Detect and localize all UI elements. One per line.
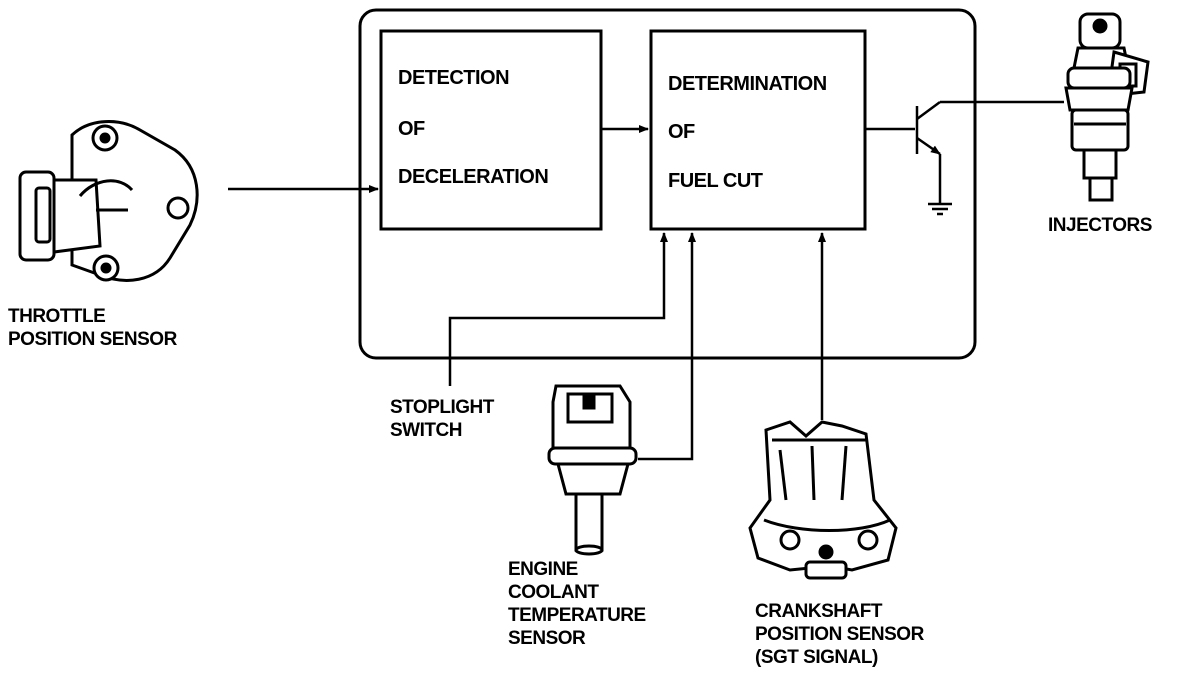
injectors-label: INJECTORS bbox=[1048, 215, 1152, 236]
stoplight-switch-label-line1: STOPLIGHT bbox=[390, 397, 494, 418]
stoplight-switch-line bbox=[448, 232, 668, 386]
coolant-temperature-line bbox=[638, 232, 696, 461]
detection-label-line3: DECELERATION bbox=[398, 166, 549, 188]
detection-label-line1: DETECTION bbox=[398, 67, 510, 89]
crankshaft-sensor-label-line3: (SGT SIGNAL) bbox=[755, 647, 878, 668]
throttle-position-sensor-icon bbox=[18, 120, 199, 282]
coolant-sensor-label-line3: TEMPERATURE bbox=[508, 605, 646, 626]
injector-icon bbox=[1064, 12, 1150, 202]
crankshaft-sensor-label-line2: POSITION SENSOR bbox=[755, 624, 924, 645]
crankshaft-sensor-label-line1: CRANKSHAFT bbox=[755, 601, 882, 622]
coolant-sensor-label-line1: ENGINE bbox=[508, 559, 578, 580]
coolant-temperature-sensor-icon bbox=[547, 384, 638, 556]
stoplight-switch-label-line2: SWITCH bbox=[390, 420, 462, 441]
detection-label-line2: OF bbox=[398, 118, 425, 140]
coolant-sensor-label-line4: SENSOR bbox=[508, 628, 586, 649]
determination-label-line1: DETERMINATION bbox=[668, 73, 827, 95]
throttle-sensor-label-line2: POSITION SENSOR bbox=[8, 329, 177, 350]
crankshaft-position-sensor-icon bbox=[748, 420, 898, 580]
determination-label-line2: OF bbox=[668, 121, 695, 143]
transistor-symbol bbox=[865, 100, 1064, 216]
throttle-sensor-label-line1: THROTTLE bbox=[8, 306, 106, 327]
ecu-boundary bbox=[358, 8, 977, 360]
coolant-sensor-label-line2: COOLANT bbox=[508, 582, 599, 603]
determination-label-line3: FUEL CUT bbox=[668, 170, 763, 192]
